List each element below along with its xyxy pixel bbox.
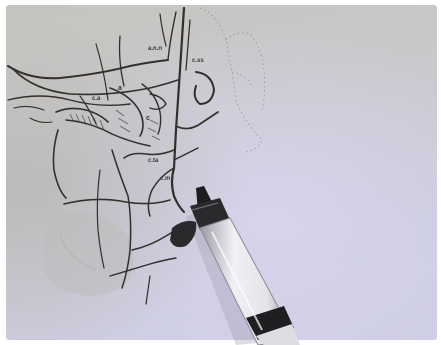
label-cm: c.m <box>160 176 170 182</box>
label-c: c <box>146 115 150 122</box>
label-cta: c.ta <box>148 158 159 164</box>
label-a: a <box>118 85 122 92</box>
label-ca: c.a <box>92 96 101 102</box>
label-css: c.ss <box>192 58 204 64</box>
label-ann: a.n.n <box>148 46 162 52</box>
